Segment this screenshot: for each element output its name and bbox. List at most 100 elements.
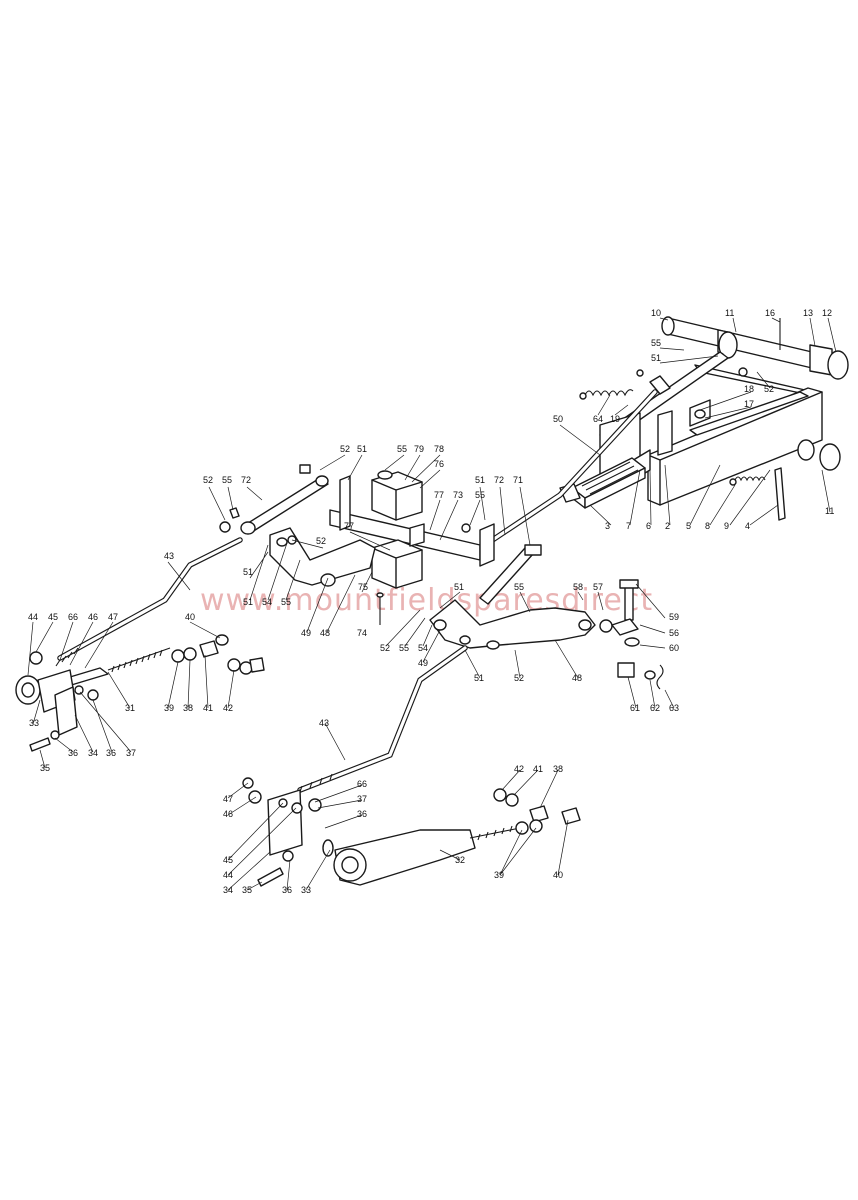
part-label-l7: 51 — [651, 353, 661, 363]
part-label-l6: 55 — [651, 338, 661, 348]
part-label-l56: 49 — [301, 628, 311, 638]
right-lever-arm — [429, 599, 596, 650]
part-label-l64: 60 — [669, 643, 679, 653]
part-label-l24: 72 — [494, 475, 504, 485]
part-label-l53: 46 — [88, 612, 98, 622]
part-label-l18: 78 — [434, 444, 444, 454]
part-label-l71: 38 — [183, 703, 193, 713]
part-label-l9: 18 — [744, 384, 754, 394]
part-label-l77: 33 — [29, 718, 39, 728]
part-label-l78: 36 — [68, 748, 78, 758]
part-label-l12: 19 — [610, 414, 620, 424]
part-label-l42: 51 — [243, 597, 253, 607]
part-label-l58: 74 — [357, 628, 367, 638]
part-label-l16: 55 — [397, 444, 407, 454]
part-label-l10: 17 — [744, 399, 754, 409]
part-label-l67: 52 — [514, 673, 524, 683]
part-label-l84: 42 — [514, 764, 524, 774]
lower-pivot-assembly — [242, 777, 322, 887]
part-label-l37: 4 — [745, 521, 750, 531]
part-label-l38: 77 — [344, 521, 354, 531]
part-number-labels: 10 11 16 13 12 55 51 52 18 17 64 19 50 5… — [28, 308, 834, 895]
part-label-l50: 44 — [28, 612, 38, 622]
part-label-l82: 35 — [40, 763, 50, 773]
part-label-l81: 37 — [126, 748, 136, 758]
lower-arm — [322, 825, 521, 886]
part-label-l2: 11 — [725, 308, 734, 318]
part-label-l35: 8 — [705, 521, 710, 531]
part-label-l29: 11 — [825, 506, 834, 516]
part-label-l15: 51 — [357, 444, 367, 454]
part-label-l20: 52 — [203, 475, 213, 485]
part-label-l28: 73 — [453, 490, 463, 500]
part-label-l40: 43 — [164, 551, 174, 561]
part-label-l59: 59 — [669, 612, 679, 622]
part-label-l83: 43 — [319, 718, 329, 728]
part-label-l80: 36 — [106, 748, 116, 758]
center-cross-shaft — [329, 470, 495, 625]
main-frame — [599, 387, 841, 521]
part-label-l60: 56 — [669, 628, 679, 638]
part-label-l14: 52 — [340, 444, 350, 454]
part-label-l33: 2 — [665, 521, 670, 531]
left-nut-washer-group — [171, 634, 265, 675]
part-label-l26: 55 — [475, 490, 485, 500]
left-control-rod — [55, 537, 243, 667]
part-label-l61: 52 — [380, 643, 390, 653]
springs — [579, 369, 766, 486]
part-label-l79: 34 — [88, 748, 98, 758]
part-label-l39: 52 — [316, 536, 326, 546]
part-label-l76: 63 — [669, 703, 679, 713]
part-label-l46: 51 — [454, 582, 464, 592]
part-label-l95: 39 — [494, 870, 504, 880]
part-label-l36: 9 — [724, 521, 729, 531]
lower-nut-washer-group — [493, 788, 581, 835]
part-label-l47: 55 — [514, 582, 524, 592]
part-label-l75: 62 — [650, 703, 660, 713]
part-label-l100: 33 — [301, 885, 311, 895]
left-pivot-assembly — [15, 651, 99, 752]
part-label-l5: 12 — [822, 308, 832, 318]
part-label-l90: 46 — [223, 809, 233, 819]
part-label-l27: 77 — [434, 490, 444, 500]
leader-lines — [27, 317, 837, 891]
part-label-l63: 54 — [418, 643, 428, 653]
part-label-l70: 39 — [164, 703, 174, 713]
part-label-l89: 37 — [357, 794, 367, 804]
part-label-l92: 45 — [223, 855, 233, 865]
part-label-l99: 36 — [282, 885, 292, 895]
part-label-l94: 32 — [455, 855, 465, 865]
part-label-l19: 76 — [434, 459, 444, 469]
part-label-l93: 44 — [223, 870, 233, 880]
part-label-l41: 51 — [243, 567, 253, 577]
part-label-l57: 48 — [320, 628, 330, 638]
part-label-l54: 47 — [108, 612, 118, 622]
part-label-l30: 3 — [605, 521, 610, 531]
part-label-l4: 13 — [803, 308, 813, 318]
part-label-l23: 51 — [475, 475, 485, 485]
part-label-l31: 7 — [626, 521, 631, 531]
part-label-l3: 16 — [765, 308, 775, 318]
part-label-l86: 38 — [553, 764, 563, 774]
link-rod — [467, 389, 658, 558]
part-label-l88: 47 — [223, 794, 233, 804]
part-label-l25: 71 — [513, 475, 523, 485]
part-label-l65: 49 — [418, 658, 428, 668]
part-label-l87: 66 — [357, 779, 367, 789]
part-label-l49: 57 — [593, 582, 603, 592]
part-label-l51: 45 — [48, 612, 58, 622]
part-label-l66: 51 — [474, 673, 484, 683]
right-side-link — [461, 523, 542, 605]
part-label-l32: 6 — [646, 521, 651, 531]
part-label-l48: 58 — [573, 582, 583, 592]
pedal-pad — [559, 457, 646, 509]
part-label-l34: 5 — [686, 521, 691, 531]
part-label-l85: 41 — [533, 764, 543, 774]
part-label-l43: 54 — [262, 597, 272, 607]
part-label-l11: 64 — [593, 414, 603, 424]
part-label-l91: 36 — [357, 809, 367, 819]
lower-control-rod — [297, 645, 468, 793]
part-label-l69: 31 — [125, 703, 135, 713]
part-label-l73: 42 — [223, 703, 233, 713]
left-threaded-rod — [59, 647, 171, 687]
